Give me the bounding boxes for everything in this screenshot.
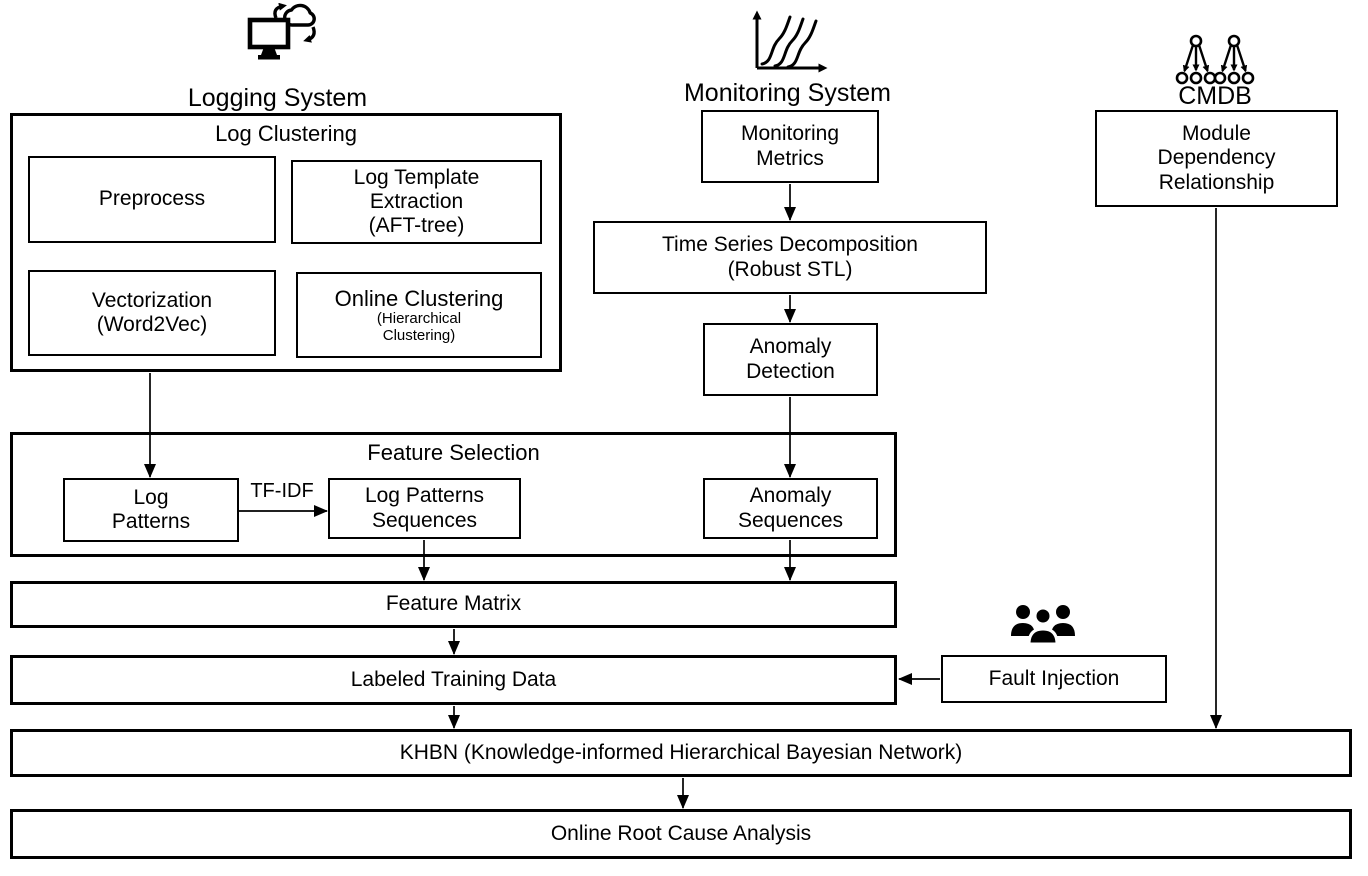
anomaly-sequences-label-line1: Anomaly [749, 484, 832, 508]
feature-selection-title: Feature Selection [367, 440, 540, 465]
vectorization-label-line1: Vectorization [91, 288, 213, 312]
tf-idf-edge-label: TF-IDF [250, 480, 314, 502]
log-patterns-sequences-node: Log Patterns Sequences [328, 478, 521, 539]
preprocess-node: Preprocess [28, 156, 276, 243]
cmdb-label: CMDB [1178, 82, 1252, 110]
online-clustering-sublabel-line1: (Hierarchical [376, 309, 462, 327]
module-dependency-relationship-node: Module Dependency Relationship [1095, 110, 1338, 207]
online-root-cause-analysis-node: Online Root Cause Analysis [10, 809, 1352, 859]
module-dependency-label-line2: Dependency [1157, 146, 1276, 170]
khbn-node: KHBN (Knowledge-informed Hierarchical Ba… [10, 729, 1352, 777]
time-series-decomposition-node: Time Series Decomposition (Robust STL) [593, 221, 987, 294]
chart-growth-curves-icon [746, 6, 830, 78]
log-clustering-title: Log Clustering [215, 121, 357, 146]
log-template-extraction-label-line3: (AFT-tree) [368, 214, 465, 238]
computer-cloud-sync-icon [246, 3, 322, 63]
online-clustering-sublabel-line2: Clustering) [382, 326, 456, 344]
online-clustering-node: Online Clustering (Hierarchical Clusteri… [296, 272, 542, 358]
monitoring-metrics-node: Monitoring Metrics [701, 110, 879, 183]
module-dependency-label-line3: Relationship [1158, 170, 1275, 194]
online-root-cause-analysis-label: Online Root Cause Analysis [550, 821, 812, 845]
log-template-extraction-node: Log Template Extraction (AFT-tree) [291, 160, 542, 244]
feature-matrix-label: Feature Matrix [385, 592, 522, 616]
vectorization-label-line2: (Word2Vec) [96, 313, 208, 336]
khbn-label: KHBN (Knowledge-informed Hierarchical Ba… [399, 740, 963, 764]
anomaly-sequences-node: Anomaly Sequences [703, 478, 878, 539]
feature-matrix-node: Feature Matrix [10, 581, 897, 628]
time-series-decomposition-label-line1: Time Series Decomposition [662, 233, 918, 257]
log-patterns-label-line1: Log [133, 485, 169, 509]
log-template-extraction-label-line2: Extraction [369, 189, 464, 213]
log-patterns-label-line2: Patterns [111, 510, 191, 533]
vectorization-node: Vectorization (Word2Vec) [28, 270, 276, 356]
anomaly-sequences-label-line2: Sequences [737, 508, 844, 532]
module-dependency-label-line1: Module [1182, 122, 1251, 146]
fault-injection-node: Fault Injection [941, 655, 1167, 703]
log-patterns-node: Log Patterns [63, 478, 239, 542]
monitoring-system-label: Monitoring System [683, 79, 892, 107]
time-series-decomposition-label-line2: (Robust STL) [727, 257, 853, 281]
labeled-training-data-label: Labeled Training Data [350, 667, 557, 691]
online-clustering-label: Online Clustering [334, 285, 504, 311]
labeled-training-data-node: Labeled Training Data [10, 655, 897, 705]
fault-injection-label: Fault Injection [988, 666, 1120, 690]
logging-system-label: Logging System [187, 84, 368, 112]
log-patterns-sequences-label-line1: Log Patterns [364, 484, 485, 508]
preprocess-label: Preprocess [98, 187, 206, 211]
anomaly-detection-node: Anomaly Detection [703, 323, 878, 396]
monitoring-metrics-label-line1: Monitoring [740, 122, 840, 146]
monitoring-metrics-label-line2: Metrics [756, 146, 824, 170]
log-patterns-sequences-label-line2: Sequences [371, 508, 478, 532]
anomaly-detection-label-line2: Detection [746, 359, 835, 383]
anomaly-detection-label-line1: Anomaly [749, 335, 832, 359]
people-group-icon [1008, 602, 1078, 646]
dependency-trees-icon [1174, 33, 1258, 85]
log-template-extraction-label-line1: Log Template [353, 165, 480, 189]
